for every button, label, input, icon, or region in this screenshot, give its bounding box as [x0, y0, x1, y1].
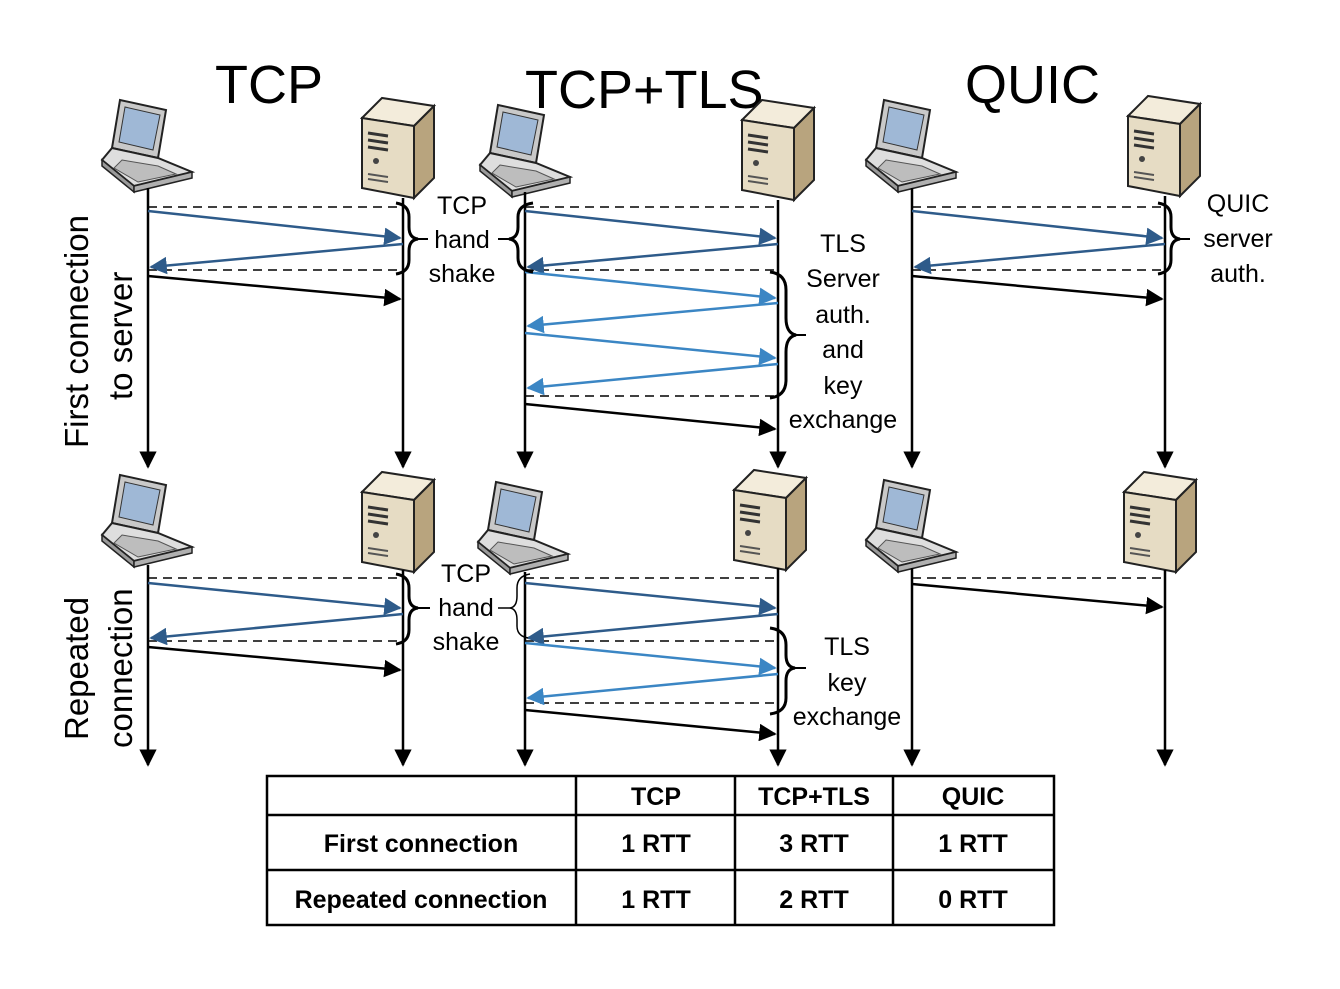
rtt-comparison-table: TCP TCP+TLS QUIC First connection 1 RTT …	[265, 774, 1056, 927]
row-label-first-line1: First connection	[58, 215, 95, 448]
annotation-tls-repeated: exchange	[793, 703, 901, 731]
message-arrow	[147, 209, 402, 246]
annotation-tls-first: TLS	[820, 230, 866, 258]
message-arrow	[911, 582, 1164, 615]
title-quic: QUIC	[965, 55, 1100, 115]
message-arrow	[524, 708, 777, 742]
annotation-quic-first: auth.	[1210, 260, 1266, 288]
message-arrow	[147, 274, 402, 307]
message-arrow	[526, 301, 779, 334]
message-arrow	[526, 242, 779, 275]
message-arrow	[524, 209, 777, 246]
title-tcp-tls: TCP+TLS	[525, 60, 764, 120]
server-icon	[1126, 94, 1202, 198]
table-cell: First connection	[324, 830, 518, 858]
annotation-quic-first: QUIC	[1207, 190, 1270, 218]
message-arrow	[524, 581, 777, 616]
table-cell: 1 RTT	[621, 830, 690, 858]
brace	[769, 270, 797, 400]
annotation-tls-first: Server	[806, 265, 880, 293]
table-cell: 2 RTT	[779, 886, 848, 914]
table-cell: 1 RTT	[938, 830, 1007, 858]
laptop-icon	[865, 479, 957, 573]
annotation-tcp-first: TCP	[437, 192, 487, 220]
message-arrow	[149, 612, 404, 646]
message-arrow	[526, 612, 779, 646]
message-arrow	[526, 672, 779, 706]
annotation-tls-repeated: TLS	[824, 633, 870, 661]
annotation-tls-first: auth.	[815, 301, 871, 329]
table-cell: 0 RTT	[938, 886, 1007, 914]
server-icon	[360, 96, 436, 200]
table-cell: Repeated connection	[295, 886, 548, 914]
annotation-tcp-repeated: hand	[438, 594, 494, 622]
title-tcp: TCP	[215, 55, 323, 115]
server-icon	[732, 468, 808, 572]
message-arrow	[524, 331, 777, 366]
laptop-icon	[101, 474, 193, 568]
laptop-icon	[477, 481, 569, 575]
table-header: QUIC	[942, 783, 1005, 811]
annotation-tcp-first: hand	[434, 226, 490, 254]
message-arrow	[913, 242, 1166, 275]
annotation-tls-first: and	[822, 336, 864, 364]
table-header: TCP	[631, 783, 681, 811]
row-label-first-line2: to server	[102, 272, 139, 400]
server-icon	[1122, 470, 1198, 574]
table-cell: 3 RTT	[779, 830, 848, 858]
message-arrow	[524, 270, 777, 306]
annotation-tcp-first: shake	[429, 260, 496, 288]
annotation-tcp-repeated: TCP	[441, 560, 491, 588]
message-arrow	[147, 645, 402, 678]
message-arrow	[524, 641, 777, 676]
table-cell: 1 RTT	[621, 886, 690, 914]
message-arrow	[911, 209, 1164, 246]
row-label-repeated-line1: Repeated	[58, 597, 95, 740]
annotation-tls-first: key	[824, 372, 863, 400]
message-arrow	[524, 402, 777, 437]
laptop-icon	[101, 99, 193, 193]
annotation-tls-first: exchange	[789, 406, 897, 434]
server-icon	[360, 470, 436, 574]
row-label-repeated-line2: connection	[102, 588, 139, 748]
message-arrow	[911, 274, 1164, 307]
message-arrow	[147, 581, 402, 616]
laptop-icon	[865, 99, 957, 193]
annotation-tls-repeated: key	[828, 669, 867, 697]
annotation-tcp-repeated: shake	[433, 628, 500, 656]
message-arrow	[526, 362, 779, 396]
annotation-quic-first: server	[1203, 225, 1272, 253]
server-icon	[740, 98, 816, 202]
brace	[508, 201, 534, 274]
table-header: TCP+TLS	[758, 783, 870, 811]
message-arrow	[149, 242, 404, 275]
